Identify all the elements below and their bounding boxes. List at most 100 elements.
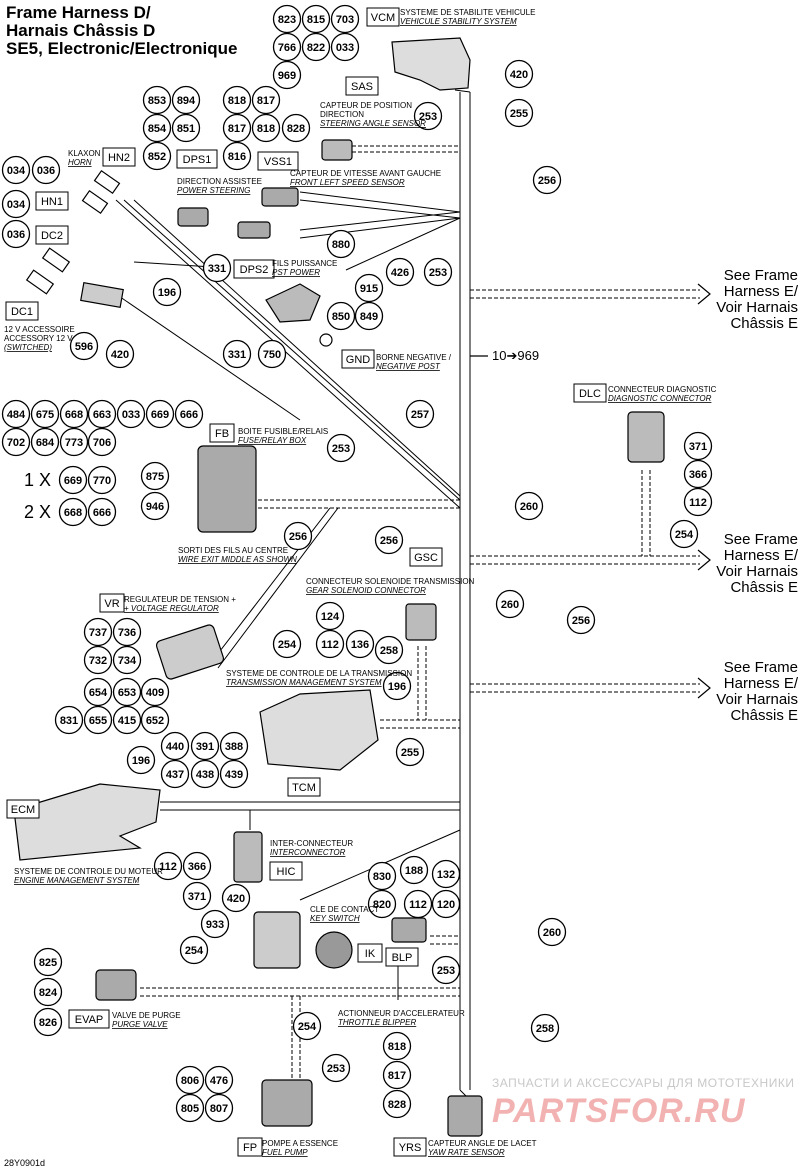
part-callout[interactable]: 596: [69, 331, 99, 361]
part-callout[interactable]: 440: [160, 731, 190, 761]
part-callout[interactable]: 420: [105, 339, 135, 369]
part-callout[interactable]: 824: [33, 977, 63, 1007]
part-callout[interactable]: 831: [54, 705, 84, 735]
part-callout[interactable]: 034: [1, 189, 31, 219]
part-callout[interactable]: 737: [83, 617, 113, 647]
part-callout[interactable]: 818: [251, 113, 281, 143]
part-callout[interactable]: 655: [83, 705, 113, 735]
part-callout[interactable]: 120: [431, 889, 461, 919]
part-callout[interactable]: 112: [403, 889, 433, 919]
part-callout[interactable]: 852: [142, 141, 172, 171]
part-callout[interactable]: 484: [1, 399, 31, 429]
part-callout[interactable]: 426: [385, 257, 415, 287]
part-callout[interactable]: 736: [112, 617, 142, 647]
part-callout[interactable]: 805: [175, 1093, 205, 1123]
part-callout[interactable]: 853: [142, 85, 172, 115]
part-callout[interactable]: 253: [321, 1053, 351, 1083]
component-tag[interactable]: FP: [237, 1137, 263, 1157]
part-callout[interactable]: 253: [423, 257, 453, 287]
component-tag[interactable]: ECM: [6, 799, 40, 819]
part-callout[interactable]: 669: [145, 399, 175, 429]
component-tag[interactable]: DC2: [35, 225, 69, 245]
part-callout[interactable]: 033: [116, 399, 146, 429]
part-callout[interactable]: 257: [405, 399, 435, 429]
part-callout[interactable]: 807: [204, 1093, 234, 1123]
part-callout[interactable]: 034: [1, 155, 31, 185]
part-callout[interactable]: 260: [514, 491, 544, 521]
part-callout[interactable]: 112: [315, 629, 345, 659]
part-callout[interactable]: 476: [204, 1065, 234, 1095]
component-tag[interactable]: DC1: [5, 301, 39, 321]
part-callout[interactable]: 830: [367, 861, 397, 891]
part-callout[interactable]: 702: [1, 427, 31, 457]
part-callout[interactable]: 255: [504, 98, 534, 128]
part-callout[interactable]: 260: [537, 917, 567, 947]
component-tag[interactable]: FB: [209, 423, 235, 443]
part-callout[interactable]: 669: [58, 465, 88, 495]
component-tag[interactable]: BLP: [385, 947, 419, 967]
part-callout[interactable]: 732: [83, 645, 113, 675]
part-callout[interactable]: 663: [87, 399, 117, 429]
part-callout[interactable]: 196: [152, 277, 182, 307]
part-callout[interactable]: 438: [190, 759, 220, 789]
component-tag[interactable]: TCM: [287, 777, 321, 797]
part-callout[interactable]: 256: [283, 521, 313, 551]
part-callout[interactable]: 666: [174, 399, 204, 429]
part-callout[interactable]: 875: [140, 461, 170, 491]
part-callout[interactable]: 254: [292, 1011, 322, 1041]
part-callout[interactable]: 851: [171, 113, 201, 143]
component-tag[interactable]: DPS2: [233, 259, 275, 279]
part-callout[interactable]: 815: [301, 4, 331, 34]
part-callout[interactable]: 260: [495, 589, 525, 619]
part-callout[interactable]: 371: [683, 431, 713, 461]
part-callout[interactable]: 823: [272, 4, 302, 34]
part-callout[interactable]: 706: [87, 427, 117, 457]
part-callout[interactable]: 734: [112, 645, 142, 675]
part-callout[interactable]: 258: [374, 635, 404, 665]
part-callout[interactable]: 766: [272, 32, 302, 62]
part-callout[interactable]: 828: [281, 113, 311, 143]
part-callout[interactable]: 415: [112, 705, 142, 735]
part-callout[interactable]: 033: [330, 32, 360, 62]
component-tag[interactable]: HN1: [35, 191, 69, 211]
part-callout[interactable]: 254: [272, 629, 302, 659]
part-callout[interactable]: 036: [31, 155, 61, 185]
component-tag[interactable]: DPS1: [176, 149, 218, 169]
part-callout[interactable]: 915: [354, 273, 384, 303]
part-callout[interactable]: 750: [257, 339, 287, 369]
part-callout[interactable]: 112: [683, 487, 713, 517]
see-frame-harness-e-3[interactable]: See Frame Harness E/ Voir Harnais Châssi…: [690, 660, 798, 724]
part-callout[interactable]: 366: [182, 851, 212, 881]
part-callout[interactable]: 770: [87, 465, 117, 495]
component-tag[interactable]: DLC: [573, 383, 607, 403]
component-tag[interactable]: EVAP: [68, 1009, 110, 1029]
part-callout[interactable]: 437: [160, 759, 190, 789]
part-callout[interactable]: 668: [59, 399, 89, 429]
component-tag[interactable]: VCM: [366, 7, 400, 27]
part-callout[interactable]: 654: [83, 677, 113, 707]
part-callout[interactable]: 818: [222, 85, 252, 115]
see-frame-harness-e-2[interactable]: See Frame Harness E/ Voir Harnais Châssi…: [690, 532, 798, 596]
part-callout[interactable]: 675: [30, 399, 60, 429]
component-tag[interactable]: VR: [99, 593, 125, 613]
part-callout[interactable]: 826: [33, 1007, 63, 1037]
part-callout[interactable]: 196: [126, 745, 156, 775]
part-callout[interactable]: 818: [382, 1031, 412, 1061]
component-tag[interactable]: SAS: [345, 76, 379, 96]
part-callout[interactable]: 820: [367, 889, 397, 919]
part-callout[interactable]: 254: [669, 519, 699, 549]
part-callout[interactable]: 331: [202, 253, 232, 283]
part-callout[interactable]: 409: [140, 677, 170, 707]
part-callout[interactable]: 124: [315, 601, 345, 631]
part-callout[interactable]: 132: [431, 859, 461, 889]
part-callout[interactable]: 331: [222, 339, 252, 369]
part-callout[interactable]: 817: [251, 85, 281, 115]
part-callout[interactable]: 703: [330, 4, 360, 34]
part-callout[interactable]: 253: [326, 433, 356, 463]
part-callout[interactable]: 850: [326, 301, 356, 331]
part-callout[interactable]: 825: [33, 947, 63, 977]
part-callout[interactable]: 653: [112, 677, 142, 707]
part-callout[interactable]: 256: [374, 525, 404, 555]
part-callout[interactable]: 255: [395, 737, 425, 767]
component-tag[interactable]: GSC: [409, 547, 443, 567]
